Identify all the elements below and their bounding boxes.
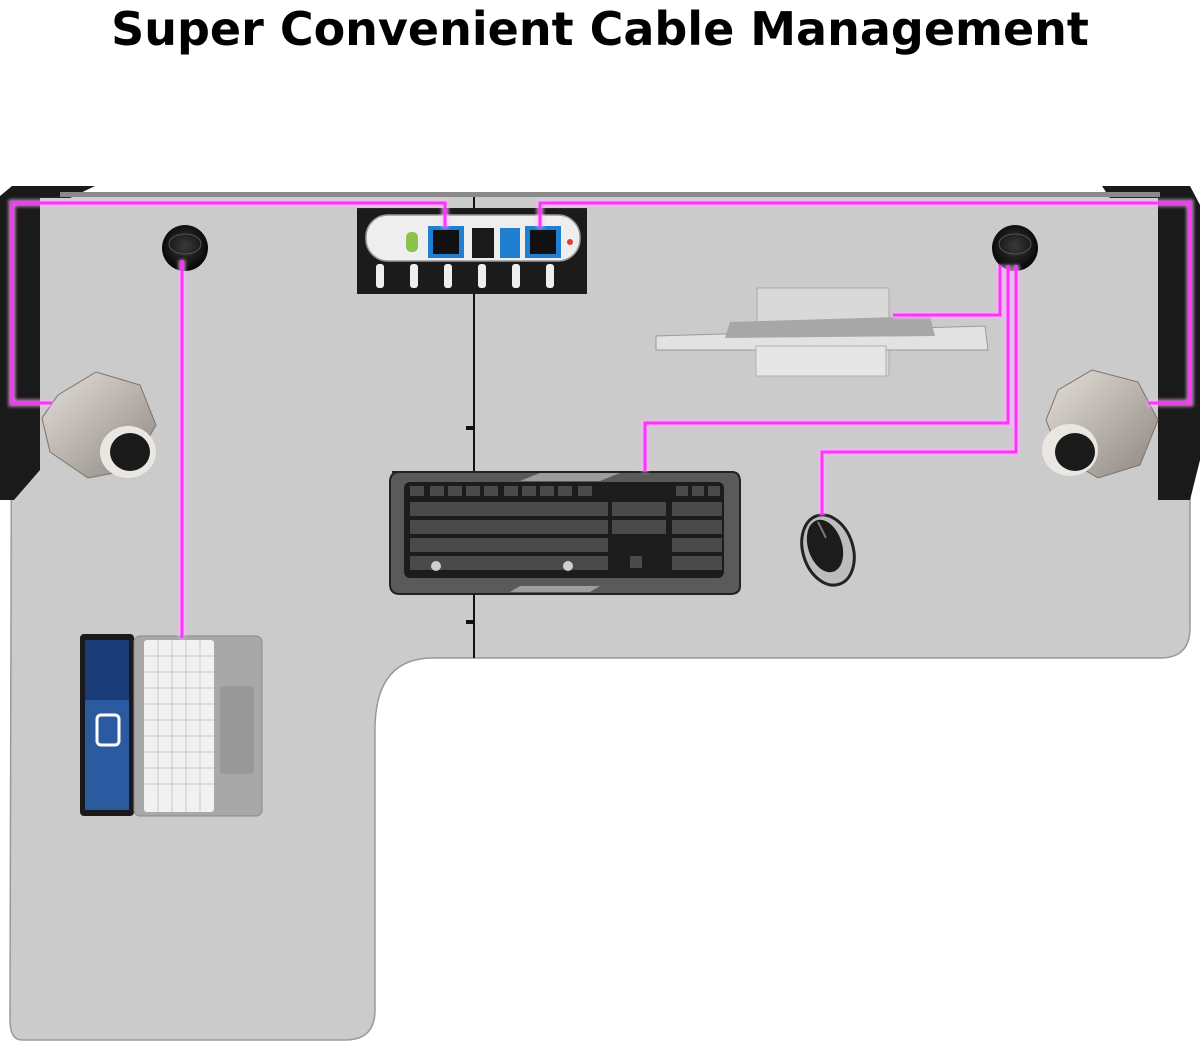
desk-top <box>9 195 1191 1041</box>
speaker-icon <box>1042 369 1159 479</box>
cable-core <box>10 201 1192 638</box>
keyboard-keys <box>410 486 722 570</box>
desk <box>0 186 1200 1041</box>
headline: Super Convenient Cable Management <box>111 2 1089 56</box>
mouse-icon <box>800 513 856 587</box>
power-strip-icon <box>357 208 587 294</box>
keyboard-icon <box>389 471 741 595</box>
cables <box>8 199 1194 638</box>
grommet-icon <box>162 225 208 271</box>
left-edge-tray <box>0 186 95 500</box>
laptop-icon <box>80 634 263 817</box>
seam-clip <box>466 426 474 430</box>
speaker-icon <box>41 371 157 479</box>
monitor-icon <box>655 287 989 377</box>
seam-clip <box>466 620 474 624</box>
right-edge-tray <box>1102 186 1200 500</box>
grommet-icon <box>992 225 1038 271</box>
back-edge <box>60 192 1160 197</box>
laptop-keys <box>144 640 214 812</box>
